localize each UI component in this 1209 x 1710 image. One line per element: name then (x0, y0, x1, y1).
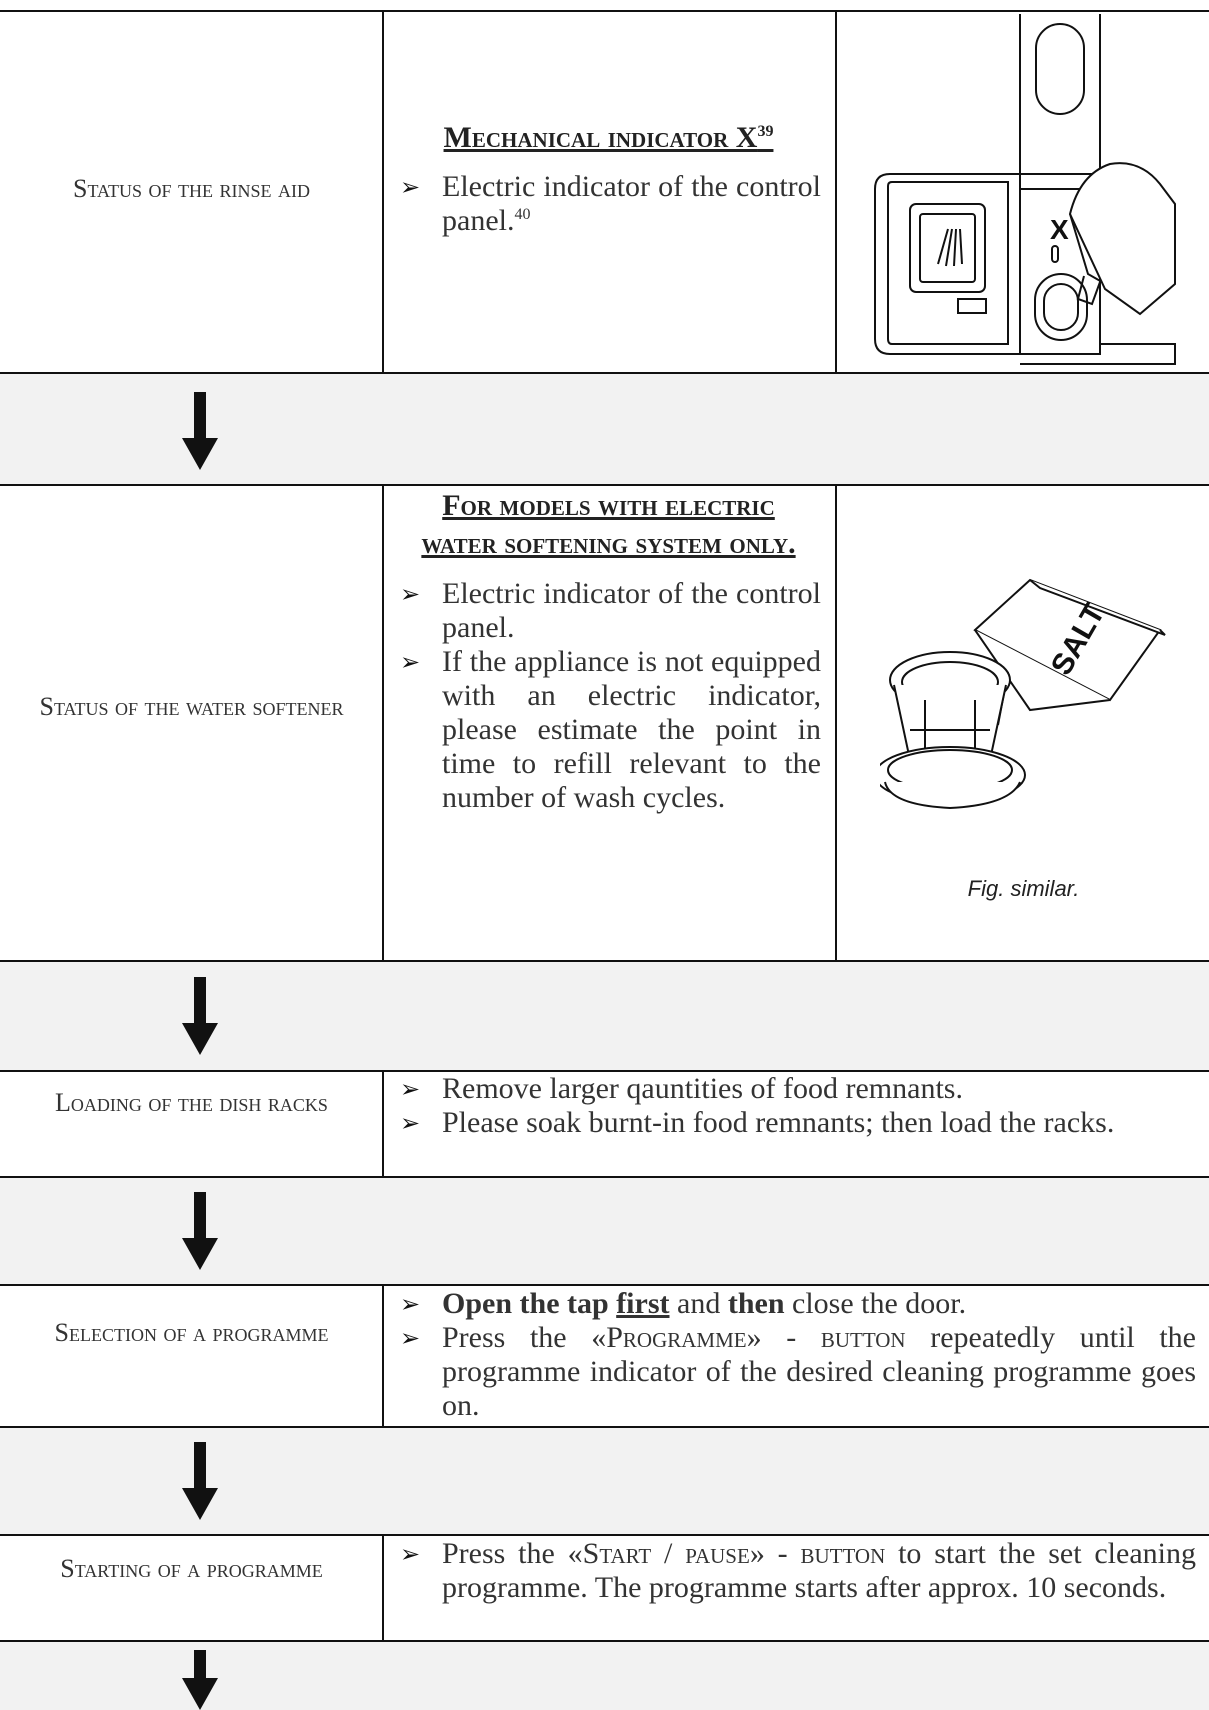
arrowhead-bullet-icon: ➢ (400, 173, 421, 201)
rule (0, 484, 1209, 486)
down-arrow-icon (182, 977, 218, 1055)
arrowhead-bullet-icon: ➢ (400, 648, 421, 676)
list-item: ➢ Press the «Start / pause» - button to s… (396, 1537, 1196, 1605)
button-word-text: button (800, 1537, 886, 1570)
rinse-aid-content: Mechanical indicator X39 ➢ Electric indic… (396, 120, 821, 238)
rule (0, 960, 1209, 962)
bullet-text: Electric indicator of the control panel. (442, 170, 821, 237)
button-name-text: Programme (606, 1321, 747, 1354)
bullet-text: Remove larger qauntities of food remnant… (442, 1072, 963, 1105)
column-divider (835, 484, 837, 960)
arrowhead-bullet-icon: ➢ (400, 1075, 421, 1103)
list-item: ➢ Please soak burnt-in food remnants; the… (396, 1106, 1196, 1140)
footnote-ref: 40 (514, 206, 531, 223)
starting-label: Starting of a programme (60, 1554, 323, 1583)
arrowhead-bullet-icon: ➢ (400, 1290, 421, 1318)
button-word-text: button (820, 1321, 906, 1354)
figure-caption: Fig. similar. (967, 876, 1080, 901)
salt-refill-illustration: SALT (880, 578, 1166, 810)
down-arrow-icon (182, 1442, 218, 1520)
arrowhead-bullet-icon: ➢ (400, 580, 421, 608)
text: » - (749, 1537, 801, 1570)
button-name-text: Start / pause (582, 1537, 750, 1570)
text: » - (746, 1321, 821, 1354)
list-item: ➢ Open the tap first and then close the d… (396, 1287, 1196, 1321)
footnote-ref: 39 (757, 123, 774, 140)
arrowhead-bullet-icon: ➢ (400, 1109, 421, 1137)
list-item: ➢ Electric indicator of the control panel… (396, 170, 821, 238)
water-softener-heading: For models with electric water softening… (421, 489, 796, 560)
bold-text: Open the tap (442, 1287, 609, 1320)
bold-text: then (727, 1287, 785, 1320)
down-arrow-icon (182, 392, 218, 470)
column-divider (382, 10, 384, 372)
down-arrow-icon (182, 1192, 218, 1270)
selection-label: Selection of a programme (54, 1318, 329, 1347)
rule (0, 1070, 1209, 1072)
bullet-list: ➢ Remove larger qauntities of food remnan… (396, 1072, 1196, 1140)
list-item: ➢ If the appliance is not equipped with a… (396, 645, 821, 815)
selection-content: ➢ Open the tap first and then close the d… (396, 1287, 1196, 1423)
down-arrow-icon (182, 1650, 218, 1710)
rinse-aid-heading: Mechanical indicator X39 (396, 120, 821, 156)
rinse-aid-heading-text: Mechanical indicator X (443, 121, 758, 154)
x-marker-label: X (1050, 214, 1069, 245)
list-item: ➢ Electric indicator of the control panel… (396, 577, 821, 645)
arrowhead-bullet-icon: ➢ (400, 1540, 421, 1568)
text: and (669, 1287, 728, 1320)
rinse-aid-dispenser-illustration: X (874, 14, 1176, 365)
bullet-text: Electric indicator of the control panel. (442, 577, 821, 644)
text: to start the set cleaning programme. The… (442, 1537, 1196, 1604)
rule (0, 1426, 1209, 1428)
column-divider (835, 10, 837, 372)
text: close the door. (784, 1287, 967, 1320)
bullet-list: ➢ Open the tap first and then close the d… (396, 1287, 1196, 1423)
list-item: ➢ Press the «Programme» - button repeated… (396, 1321, 1196, 1423)
water-softener-content: For models with electric water softening… (396, 487, 821, 815)
text: Press the « (442, 1321, 607, 1354)
bullet-text: If the appliance is not equipped with an… (442, 645, 821, 814)
water-softener-label: Status of the water softener (39, 692, 344, 721)
arrowhead-bullet-icon: ➢ (400, 1324, 421, 1352)
starting-content: ➢ Press the «Start / pause» - button to s… (396, 1537, 1196, 1605)
rule (0, 10, 1209, 12)
bullet-text: Please soak burnt-in food remnants; then… (442, 1106, 1115, 1139)
column-divider (382, 1284, 384, 1426)
text: Press the « (442, 1537, 583, 1570)
rule (0, 1640, 1209, 1642)
rule (0, 1176, 1209, 1178)
loading-label: Loading of the dish racks (55, 1088, 328, 1117)
rinse-aid-label: Status of the rinse aid (72, 174, 311, 203)
bullet-list: ➢ Press the «Start / pause» - button to s… (396, 1537, 1196, 1605)
rule (0, 1284, 1209, 1286)
rule (0, 1534, 1209, 1536)
loading-content: ➢ Remove larger qauntities of food remnan… (396, 1072, 1196, 1140)
bullet-list: ➢ Electric indicator of the control panel… (396, 170, 821, 238)
rule (0, 372, 1209, 374)
text: repeatedly until the programme indicator… (442, 1321, 1196, 1422)
emphasis-text: first (616, 1287, 670, 1320)
column-divider (382, 1070, 384, 1176)
bullet-list: ➢ Electric indicator of the control panel… (396, 577, 821, 815)
list-item: ➢ Remove larger qauntities of food remnan… (396, 1072, 1196, 1106)
column-divider (382, 1534, 384, 1640)
column-divider (382, 484, 384, 960)
